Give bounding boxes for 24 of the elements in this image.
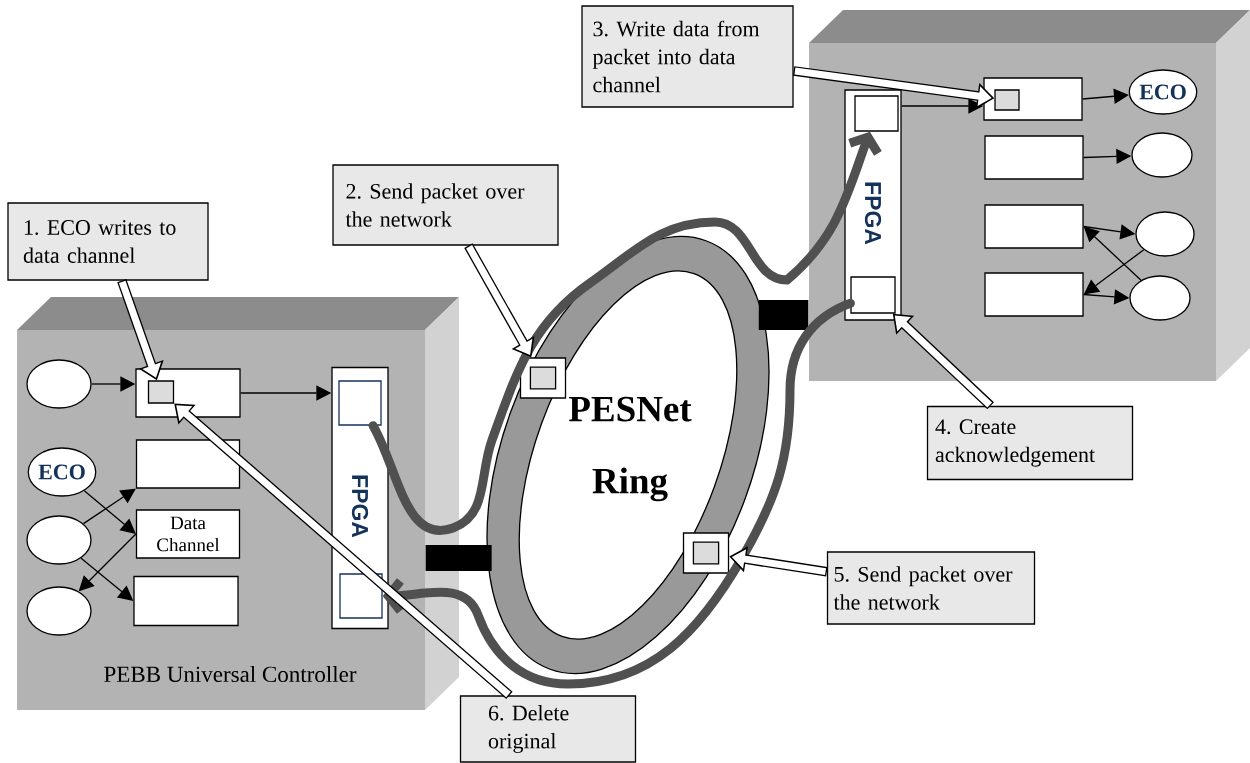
buffer-square — [854, 95, 899, 132]
arrow — [1082, 88, 1129, 104]
channel-box — [984, 204, 1084, 249]
data-square — [994, 89, 1020, 111]
callout-box: 1. ECO writes to data channel — [7, 202, 209, 281]
channel-box — [984, 272, 1084, 317]
channel-box — [984, 135, 1084, 180]
callout-box: 6. Delete original — [459, 695, 637, 763]
callout-box: 2. Send packet over the network — [332, 164, 559, 246]
oval — [1131, 132, 1193, 178]
oval — [1135, 211, 1195, 257]
connector-bar — [758, 300, 809, 330]
connector-bar — [425, 545, 492, 571]
flow-arrow — [382, 298, 855, 689]
oval — [1129, 275, 1191, 321]
buffer-square — [850, 276, 896, 314]
callout-box: 3. Write data from packet into data channel — [581, 5, 794, 108]
packet-square — [519, 357, 567, 399]
callout-box: 5. Send packet over the network — [826, 551, 1036, 625]
eco-oval: ECO — [1128, 69, 1198, 115]
flow-arrow — [368, 131, 882, 535]
packet-square — [682, 532, 730, 574]
callout-box: 4. Create acknowledgement — [926, 405, 1134, 481]
ring-label: PESNet Ring — [568, 396, 692, 502]
